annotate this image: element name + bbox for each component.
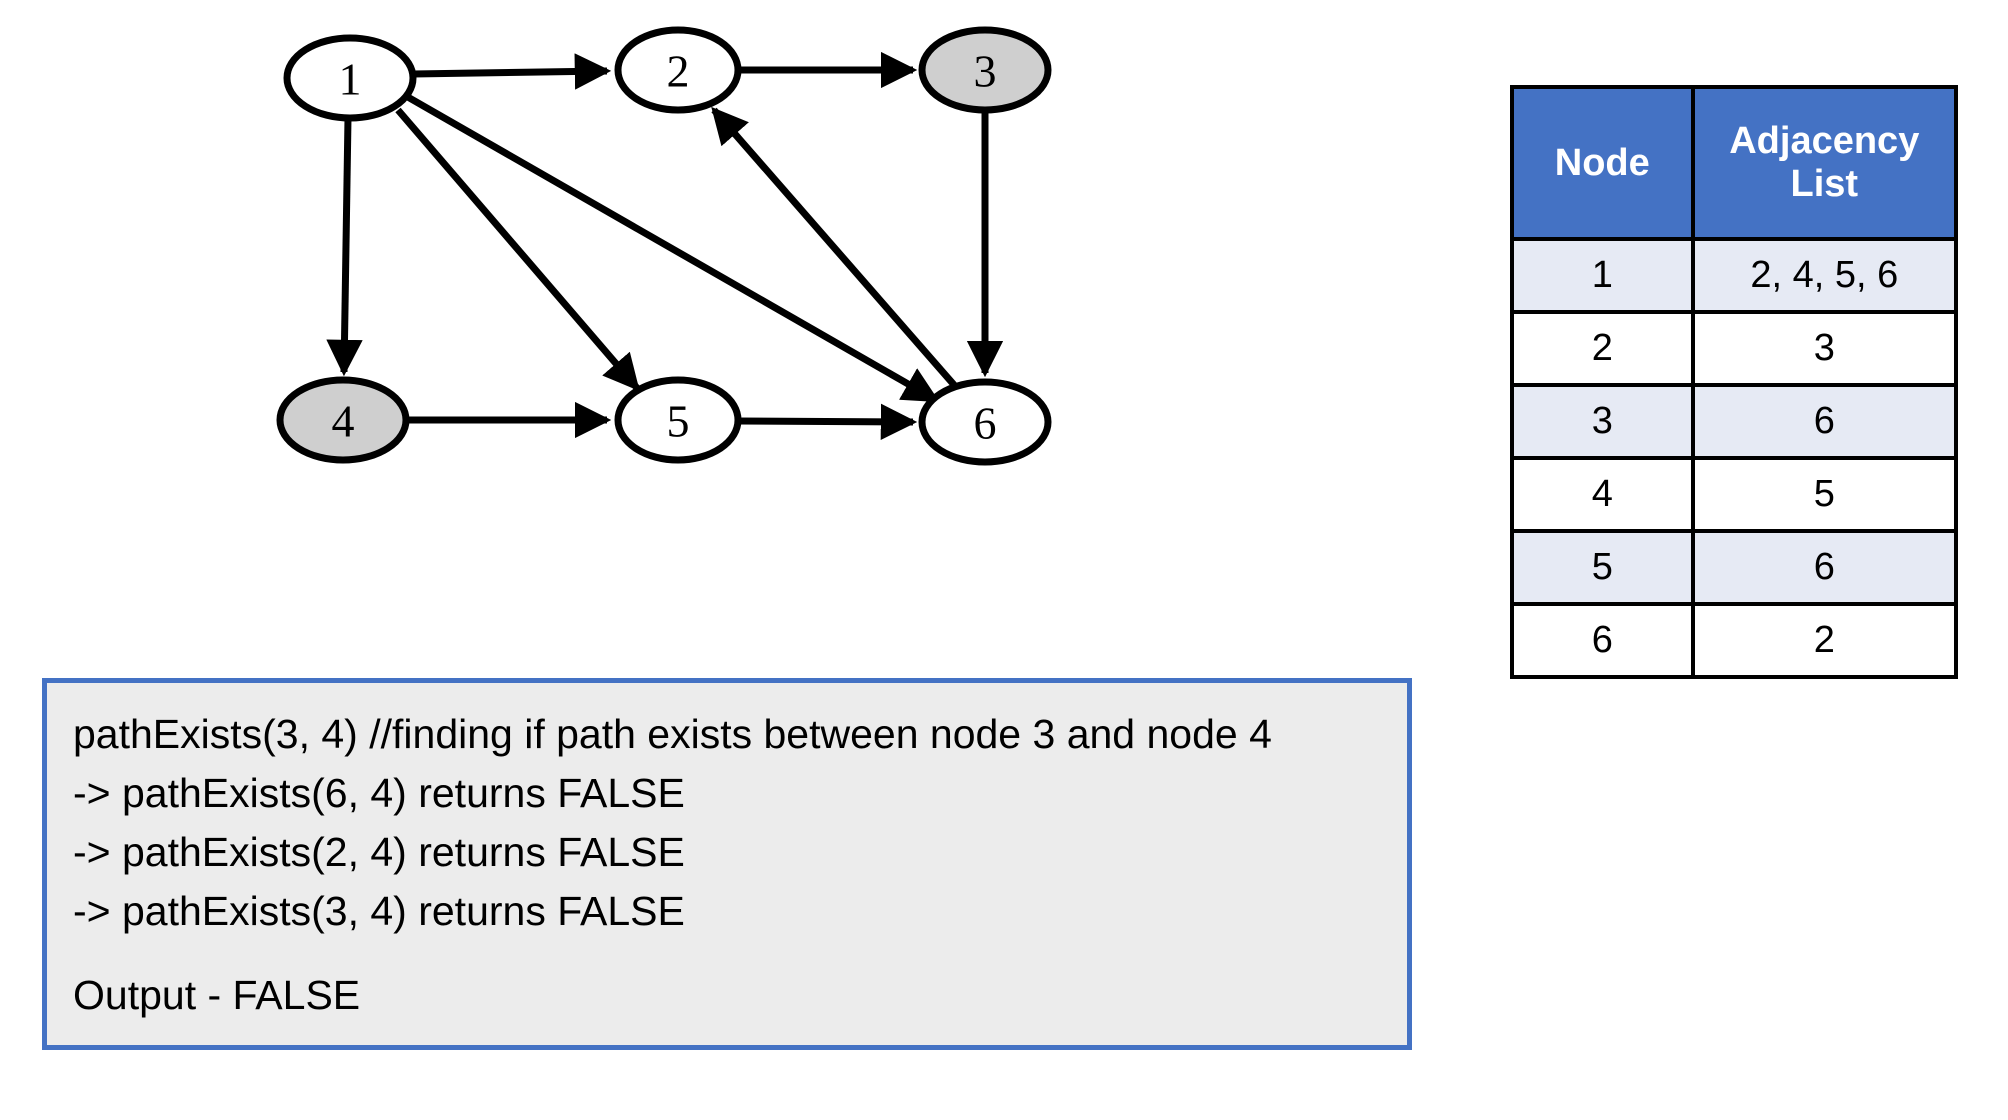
node-4-shape[interactable] xyxy=(276,376,410,464)
table-cell-node: 2 xyxy=(1510,310,1695,387)
table-header-row: Node Adjacency List xyxy=(1510,85,1959,241)
table-header-adjacency-list: Adjacency List xyxy=(1690,85,1959,241)
table-row: 4 5 xyxy=(1510,456,1959,533)
edge-1-to-4 xyxy=(326,117,363,377)
edge-1-to-2 xyxy=(412,53,612,90)
table-row: 2 3 xyxy=(1510,310,1959,387)
graph-node-5[interactable]: 5 xyxy=(614,376,742,464)
table-cell-list: 3 xyxy=(1690,310,1959,387)
trace-line-return-3-4: -> pathExists(3, 4) returns FALSE xyxy=(73,888,685,935)
edge-1-to-6 xyxy=(404,92,940,404)
graph-canvas: 1 2 3 4 5 6 xyxy=(276,26,1052,466)
table-cell-node: 3 xyxy=(1510,383,1695,460)
node-1-label: 1 xyxy=(339,54,362,105)
table-header: Node Adjacency List xyxy=(1510,85,1959,241)
graph-nodes: 1 2 3 4 5 6 xyxy=(276,26,1052,466)
edge-6-to-2 xyxy=(711,106,958,389)
node-2-shape[interactable] xyxy=(614,26,742,114)
node-5-shape[interactable] xyxy=(614,376,742,464)
trace-line-spacer xyxy=(73,941,1381,966)
table-row: 3 6 xyxy=(1510,383,1959,460)
node-3-label: 3 xyxy=(974,46,997,97)
table-row: 6 2 xyxy=(1510,602,1959,679)
table-header-node: Node xyxy=(1510,85,1695,241)
trace-line-call: pathExists(3, 4) //finding if path exist… xyxy=(73,711,1272,757)
node-3-shape[interactable] xyxy=(918,26,1052,114)
node-5-label: 5 xyxy=(667,396,690,447)
table-body: 1 2, 4, 5, 6 2 3 3 6 4 5 5 6 6 2 xyxy=(1510,237,1959,679)
table-cell-list: 6 xyxy=(1690,529,1959,606)
trace-callout-box: pathExists(3, 4) //finding if path exist… xyxy=(42,678,1412,1050)
adjacency-table: Node Adjacency List 1 2, 4, 5, 6 2 3 3 6… xyxy=(1510,85,1959,679)
table-row: 1 2, 4, 5, 6 xyxy=(1510,237,1959,314)
table-cell-node: 5 xyxy=(1510,529,1695,606)
trace-line-output: Output - FALSE xyxy=(73,972,361,1019)
node-1-shape[interactable] xyxy=(283,34,417,122)
node-4-label: 4 xyxy=(332,396,355,447)
table-cell-node: 1 xyxy=(1510,237,1695,314)
edge-1-to-5 xyxy=(395,107,640,392)
table-cell-list: 2, 4, 5, 6 xyxy=(1690,237,1959,314)
table-cell-list: 5 xyxy=(1690,456,1959,533)
graph-node-1[interactable]: 1 xyxy=(283,34,417,122)
node-6-label: 6 xyxy=(974,398,997,449)
table-cell-node: 4 xyxy=(1510,456,1695,533)
graph-diagram: 1 2 3 4 5 6 xyxy=(0,0,1150,520)
table-row: 5 6 xyxy=(1510,529,1959,606)
table-cell-list: 6 xyxy=(1690,383,1959,460)
table-cell-list: 2 xyxy=(1690,602,1959,679)
trace-line-return-2-4: -> pathExists(2, 4) returns FALSE xyxy=(73,829,685,876)
trace-line-return-6-4: -> pathExists(6, 4) returns FALSE xyxy=(73,770,685,817)
graph-node-6[interactable]: 6 xyxy=(918,378,1052,466)
table-cell-node: 6 xyxy=(1510,602,1695,679)
edge-5-to-6 xyxy=(737,403,918,441)
adjacency-table-element: Node Adjacency List 1 2, 4, 5, 6 2 3 3 6… xyxy=(1510,85,1959,679)
graph-node-3[interactable]: 3 xyxy=(918,26,1052,114)
node-2-label: 2 xyxy=(667,46,690,97)
node-6-shape[interactable] xyxy=(918,378,1052,466)
graph-node-2[interactable]: 2 xyxy=(614,26,742,114)
graph-edges xyxy=(326,51,1004,441)
graph-node-4[interactable]: 4 xyxy=(276,376,410,464)
